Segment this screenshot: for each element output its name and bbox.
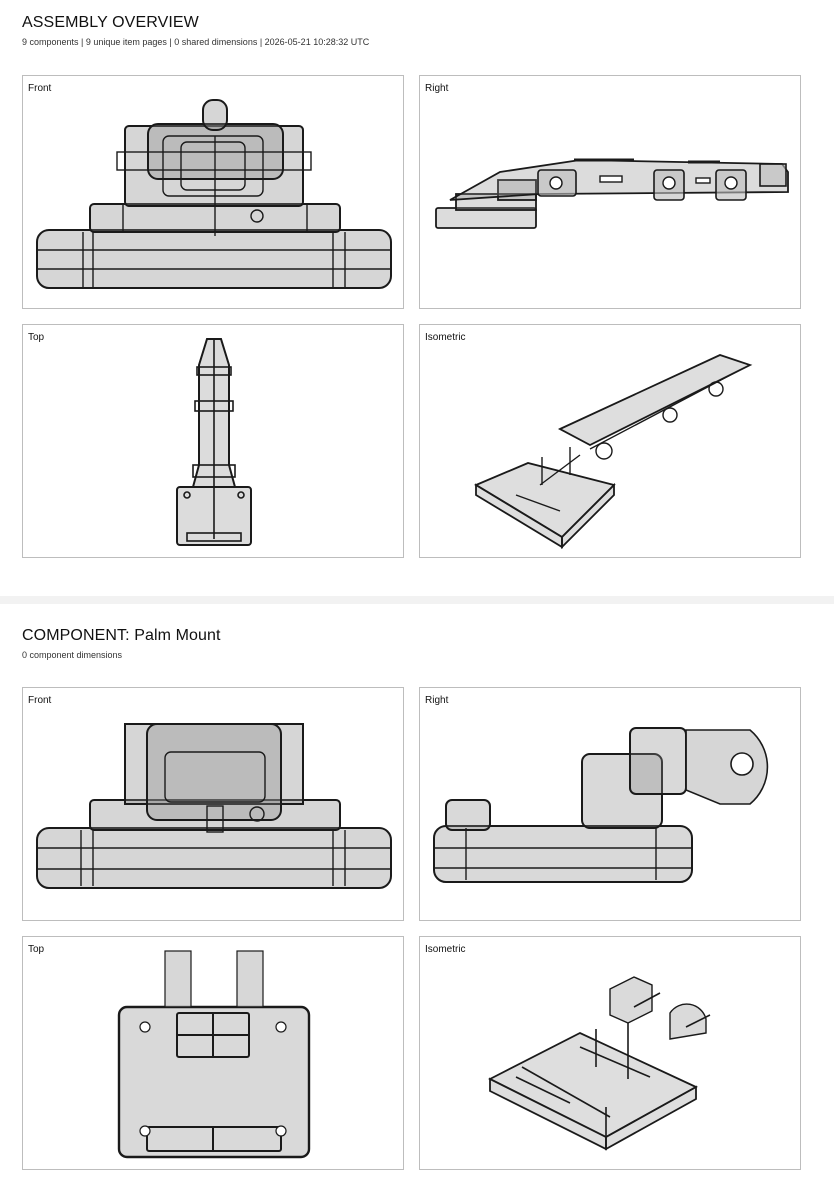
component-isometric-view: Isometric — [419, 936, 801, 1170]
assembly-top-label: Top — [28, 332, 45, 343]
component-front-view: Front — [22, 687, 404, 921]
component-title: COMPONENT: Palm Mount — [22, 627, 221, 644]
assembly-overview-sheet: ASSEMBLY OVERVIEW 9 components | 9 uniqu… — [0, 0, 834, 596]
assembly-front-view: Front — [22, 75, 404, 309]
assembly-title: ASSEMBLY OVERVIEW — [22, 14, 199, 31]
assembly-front-label: Front — [28, 83, 52, 94]
component-sheet: COMPONENT: Palm Mount 0 component dimens… — [0, 604, 834, 1200]
assembly-isometric-view: Isometric — [419, 324, 801, 558]
component-isometric-label: Isometric — [425, 944, 466, 955]
component-front-drawing — [36, 723, 392, 889]
component-top-label: Top — [28, 944, 45, 955]
component-meta: 0 component dimensions — [22, 650, 123, 660]
assembly-isometric-label: Isometric — [425, 332, 466, 343]
assembly-front-drawing — [36, 99, 392, 289]
assembly-right-drawing — [435, 158, 789, 229]
assembly-meta: 9 components | 9 unique item pages | 0 s… — [22, 37, 370, 47]
assembly-isometric-drawing — [474, 354, 753, 550]
component-front-label: Front — [28, 695, 52, 706]
assembly-top-drawing — [176, 338, 252, 546]
assembly-right-label: Right — [425, 83, 449, 94]
component-top-view: Top — [22, 936, 404, 1170]
component-right-drawing — [433, 727, 769, 883]
component-right-view: Right — [419, 687, 801, 921]
component-right-label: Right — [425, 695, 449, 706]
component-isometric-drawing — [488, 976, 711, 1151]
component-top-drawing — [117, 950, 311, 1159]
assembly-right-view: Right — [419, 75, 801, 309]
assembly-top-view: Top — [22, 324, 404, 558]
